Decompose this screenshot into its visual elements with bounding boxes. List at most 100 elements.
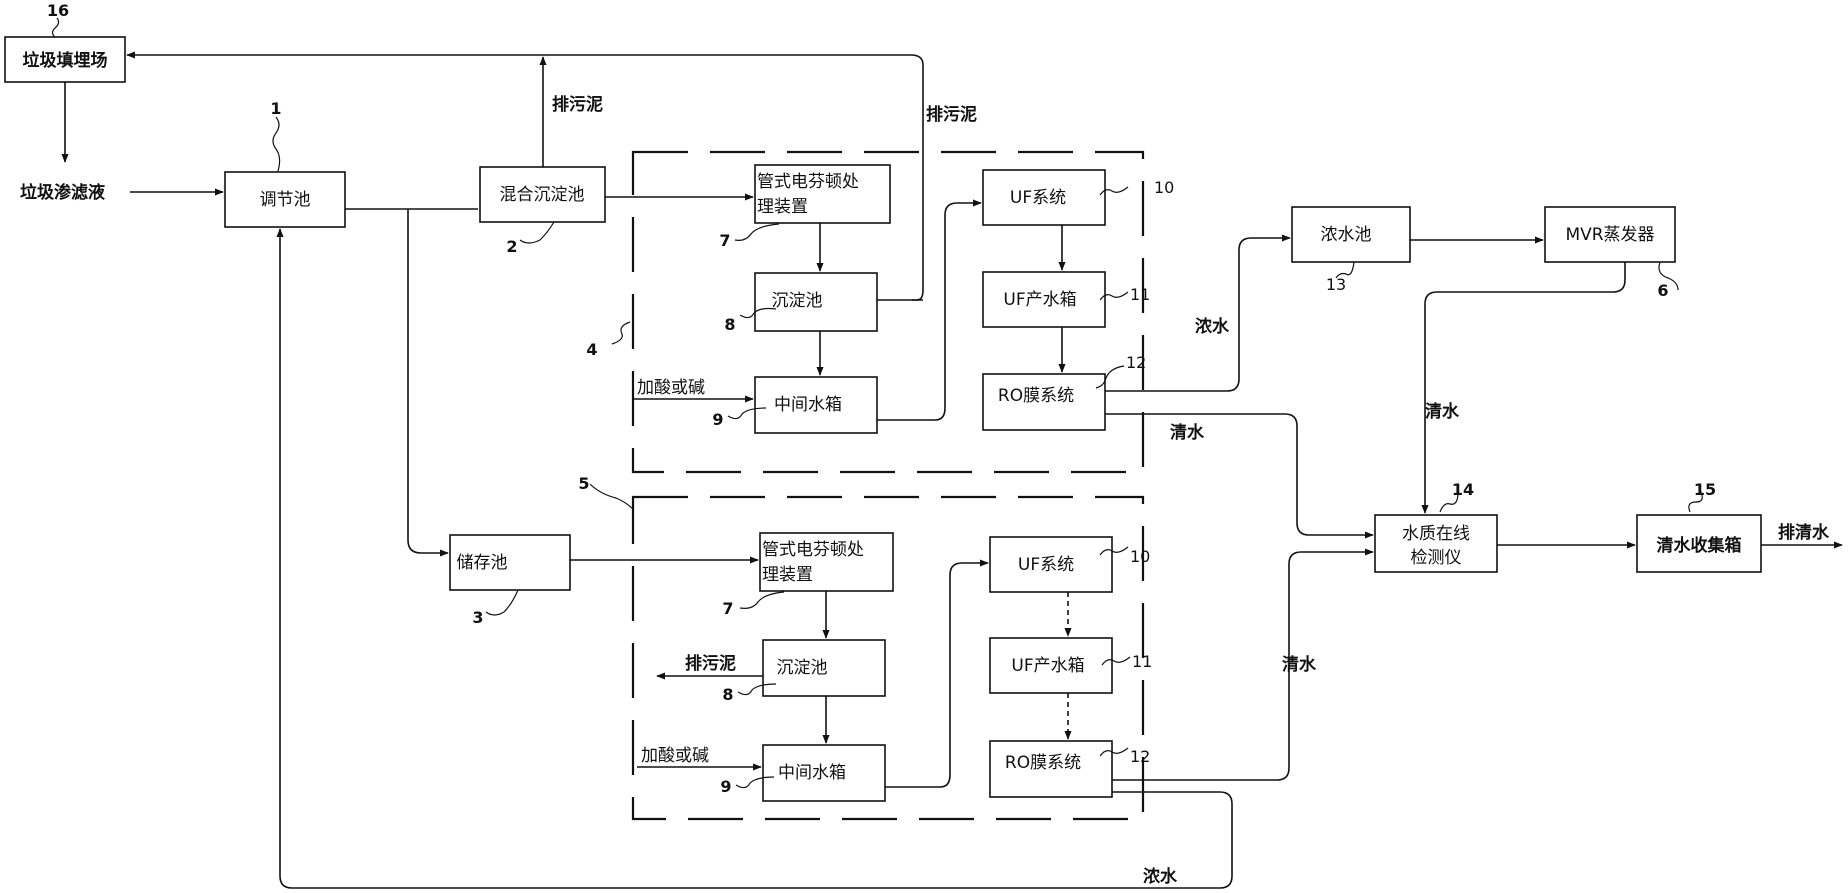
sed-bot-box	[762, 639, 886, 697]
clean-box	[1636, 514, 1762, 573]
leader-3	[485, 589, 519, 616]
leader-16	[51, 17, 60, 38]
ref-11a: 11	[1130, 285, 1150, 304]
leader-12a	[1095, 365, 1125, 389]
leader-11a	[1099, 291, 1129, 301]
leader-5	[589, 483, 635, 511]
ufp-top-box	[982, 271, 1106, 328]
mixing-tank-label: 混合沉淀池	[500, 185, 585, 205]
uf-top-label: UF系统	[1010, 188, 1066, 208]
mvr-box	[1544, 206, 1676, 263]
sed-top-box	[754, 272, 878, 332]
clean-label-top: 清水	[1170, 422, 1205, 443]
flow-mid-to-uf-bot	[885, 559, 989, 788]
conc-pool-box	[1291, 206, 1411, 263]
acid-label-top: 加酸或碱	[637, 378, 705, 398]
ufp-bot-box	[989, 637, 1113, 694]
ref-7b: 7	[722, 599, 733, 618]
mid-bot-box	[762, 744, 886, 802]
uf-bot-box	[989, 536, 1113, 593]
sed-top-label: 沉淀池	[772, 291, 823, 311]
flow-to-storage	[407, 209, 449, 557]
fenton-bot-label-1: 管式电芬顿处	[762, 540, 864, 560]
ro-bot-label: RO膜系统	[1005, 753, 1081, 773]
uf-top-box	[982, 169, 1106, 226]
leader-2	[519, 221, 555, 244]
flow-mid-to-uf-top	[877, 199, 982, 421]
leader-4	[611, 321, 631, 345]
leader-10b	[1099, 546, 1129, 556]
conc-label-top: 浓水	[1195, 316, 1230, 337]
ref-11b: 11	[1132, 652, 1152, 671]
landfill-label: 垃圾填埋场	[23, 50, 108, 71]
leader-6	[1658, 261, 1679, 291]
sludge-label-a: 排污泥	[552, 94, 603, 115]
leader-8b	[737, 683, 777, 696]
module-4-frame	[631, 150, 1145, 474]
monitor-label-2: 检测仪	[1411, 548, 1462, 568]
leader-8a	[739, 307, 777, 319]
leachate-label: 垃圾渗滤液	[20, 182, 105, 203]
ref-16: 16	[47, 1, 69, 20]
conc-label-bottom: 浓水	[1143, 866, 1178, 887]
ref-8a: 8	[724, 315, 735, 334]
leader-11b	[1101, 656, 1131, 666]
clean-label-mid: 清水	[1425, 401, 1460, 422]
monitor-label-1: 水质在线	[1402, 524, 1470, 544]
mvr-label: MVR蒸发器	[1565, 225, 1654, 245]
fenton-top-label-1: 管式电芬顿处	[757, 172, 859, 192]
leader-15	[1688, 489, 1703, 513]
fenton-bot-box	[759, 532, 894, 592]
regulating-tank-label: 调节池	[260, 190, 311, 210]
sed-bot-label: 沉淀池	[777, 658, 828, 678]
storage-tank-label: 储存池	[457, 553, 508, 573]
discharge-label: 排清水	[1778, 522, 1830, 543]
ref-14: 14	[1452, 480, 1474, 499]
leader-10a	[1099, 186, 1129, 196]
leader-9a	[727, 407, 767, 420]
ref-7a: 7	[719, 231, 730, 250]
leader-7a	[734, 223, 780, 241]
mixing-tank-box	[479, 166, 606, 223]
sludge-label-b: 排污泥	[926, 104, 977, 125]
flow-mvr-clean	[1421, 262, 1626, 514]
mid-top-box	[754, 376, 878, 434]
ref-2: 2	[506, 237, 517, 256]
ref-1: 1	[270, 99, 281, 118]
leader-12b	[1099, 747, 1129, 757]
flow-ro-conc-top	[1105, 234, 1291, 392]
acid-label-bot: 加酸或碱	[641, 746, 709, 766]
mid-top-label: 中间水箱	[774, 395, 842, 415]
leader-13	[1335, 261, 1355, 279]
ref-8b: 8	[722, 685, 733, 704]
ro-top-box	[982, 373, 1106, 431]
regulating-tank-box	[224, 171, 346, 228]
ref-3: 3	[472, 608, 483, 627]
flow-ro-clean-top	[1105, 413, 1374, 539]
fenton-top-label-2: 理装置	[757, 197, 808, 217]
ro-top-label: RO膜系统	[998, 386, 1074, 406]
ref-12a: 12	[1126, 353, 1146, 372]
clean-box-label: 清水收集箱	[1657, 535, 1742, 556]
clean-label-right: 清水	[1282, 654, 1317, 675]
fenton-bot-label-2: 理装置	[762, 565, 813, 585]
flow-ro-conc-return	[276, 228, 1233, 889]
ref-13: 13	[1326, 275, 1346, 294]
leader-9b	[735, 776, 775, 789]
conc-pool-label: 浓水池	[1321, 225, 1372, 245]
ref-9a: 9	[712, 410, 723, 429]
landfill-box	[4, 36, 126, 83]
ufp-top-label: UF产水箱	[1003, 290, 1076, 310]
ref-6: 6	[1657, 281, 1668, 300]
ufp-bot-label: UF产水箱	[1011, 656, 1084, 676]
mid-bot-label: 中间水箱	[778, 763, 846, 783]
ref-5: 5	[578, 474, 589, 493]
module-5-frame	[631, 495, 1145, 821]
ro-bot-box	[989, 740, 1113, 798]
monitor-box	[1374, 514, 1498, 573]
ref-12b: 12	[1130, 747, 1150, 766]
sludge-label-c: 排污泥	[685, 653, 736, 674]
leader-14	[1439, 491, 1459, 513]
uf-bot-label: UF系统	[1018, 555, 1074, 575]
